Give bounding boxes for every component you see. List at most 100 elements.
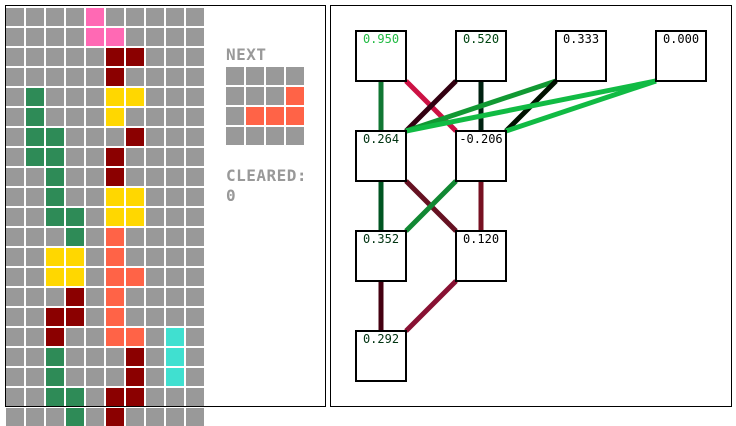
board-empty-cell xyxy=(126,68,144,86)
board-empty-cell xyxy=(186,288,204,306)
board-block-cell xyxy=(86,8,104,26)
board-empty-cell xyxy=(26,328,44,346)
board-empty-cell xyxy=(166,88,184,106)
board-empty-cell xyxy=(186,28,204,46)
board-empty-cell xyxy=(146,128,164,146)
board-empty-cell xyxy=(46,88,64,106)
board-block-cell xyxy=(26,148,44,166)
board-empty-cell xyxy=(86,248,104,266)
board-empty-cell xyxy=(186,8,204,26)
next-label: NEXT xyxy=(226,45,267,64)
board-empty-cell xyxy=(186,128,204,146)
board-block-cell xyxy=(46,308,64,326)
board-empty-cell xyxy=(6,388,24,406)
preview-empty-cell xyxy=(226,67,244,85)
board-block-cell xyxy=(126,188,144,206)
board-block-cell xyxy=(126,208,144,226)
edge-in1-h1a xyxy=(404,79,458,133)
preview-block-cell xyxy=(246,107,264,125)
board-empty-cell xyxy=(126,28,144,46)
preview-block-cell xyxy=(286,87,304,105)
board-empty-cell xyxy=(6,88,24,106)
board-empty-cell xyxy=(86,148,104,166)
board-empty-cell xyxy=(66,8,84,26)
board-empty-cell xyxy=(86,288,104,306)
board-empty-cell xyxy=(186,388,204,406)
edge-in3-h1b xyxy=(505,78,657,134)
board-block-cell xyxy=(26,108,44,126)
board-empty-cell xyxy=(126,248,144,266)
board-empty-cell xyxy=(86,188,104,206)
board-empty-cell xyxy=(166,108,184,126)
board-empty-cell xyxy=(26,68,44,86)
board-block-cell xyxy=(46,148,64,166)
node-box xyxy=(355,330,407,382)
board-empty-cell xyxy=(166,248,184,266)
node-h2a: 0.352 xyxy=(355,230,407,282)
board-block-cell xyxy=(106,108,124,126)
board-empty-cell xyxy=(86,128,104,146)
board-empty-cell xyxy=(146,68,164,86)
board-empty-cell xyxy=(26,408,44,426)
board-empty-cell xyxy=(86,328,104,346)
board-empty-cell xyxy=(146,268,164,286)
board-empty-cell xyxy=(186,148,204,166)
node-value: 0.292 xyxy=(363,332,399,346)
board-empty-cell xyxy=(66,368,84,386)
board-empty-cell xyxy=(146,48,164,66)
board-empty-cell xyxy=(6,28,24,46)
board-empty-cell xyxy=(6,168,24,186)
board-empty-cell xyxy=(126,288,144,306)
board-block-cell xyxy=(106,408,124,426)
board-empty-cell xyxy=(166,208,184,226)
node-in3: 0.000 xyxy=(655,30,707,82)
board-empty-cell xyxy=(6,48,24,66)
board-empty-cell xyxy=(86,208,104,226)
board-empty-cell xyxy=(66,148,84,166)
board-empty-cell xyxy=(46,408,64,426)
node-in0: 0.950 xyxy=(355,30,407,82)
board-empty-cell xyxy=(146,388,164,406)
board-empty-cell xyxy=(186,328,204,346)
board-empty-cell xyxy=(46,228,64,246)
board-empty-cell xyxy=(186,408,204,426)
board-empty-cell xyxy=(146,88,164,106)
board-block-cell xyxy=(166,348,184,366)
node-value: 0.000 xyxy=(663,32,699,46)
preview-block-cell xyxy=(266,107,284,125)
board-empty-cell xyxy=(146,408,164,426)
board-block-cell xyxy=(46,248,64,266)
board-empty-cell xyxy=(166,308,184,326)
board-empty-cell xyxy=(6,68,24,86)
board-empty-cell xyxy=(6,348,24,366)
edge-in3-h1a xyxy=(405,78,657,134)
board-block-cell xyxy=(106,388,124,406)
node-value: 0.950 xyxy=(363,32,399,46)
board-empty-cell xyxy=(86,388,104,406)
board-empty-cell xyxy=(186,188,204,206)
board-empty-cell xyxy=(146,328,164,346)
board-block-cell xyxy=(106,248,124,266)
board-empty-cell xyxy=(86,88,104,106)
board-empty-cell xyxy=(26,368,44,386)
node-h1a: 0.264 xyxy=(355,130,407,182)
board-empty-cell xyxy=(26,288,44,306)
board-empty-cell xyxy=(186,248,204,266)
board-block-cell xyxy=(126,388,144,406)
board-block-cell xyxy=(106,288,124,306)
board-empty-cell xyxy=(6,228,24,246)
board-empty-cell xyxy=(86,48,104,66)
board-empty-cell xyxy=(166,168,184,186)
board-empty-cell xyxy=(186,88,204,106)
board-empty-cell xyxy=(86,108,104,126)
board-empty-cell xyxy=(166,388,184,406)
node-value: 0.333 xyxy=(563,32,599,46)
board-block-cell xyxy=(46,268,64,286)
board-empty-cell xyxy=(6,8,24,26)
board-empty-cell xyxy=(126,308,144,326)
board-empty-cell xyxy=(166,188,184,206)
node-h1b: -0.206 xyxy=(455,130,507,182)
board-block-cell xyxy=(66,268,84,286)
board-empty-cell xyxy=(146,108,164,126)
board-empty-cell xyxy=(66,28,84,46)
